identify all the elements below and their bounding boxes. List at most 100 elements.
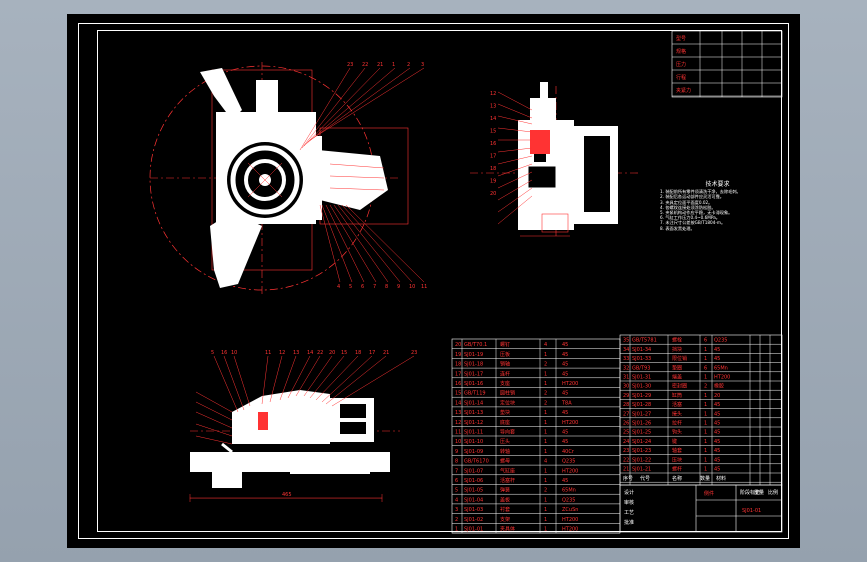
balloon-number: 5 bbox=[349, 284, 352, 290]
balloon-number: 13 bbox=[293, 350, 299, 356]
balloon-number: 15 bbox=[490, 129, 496, 135]
bom-name: 接头 bbox=[672, 410, 682, 417]
bom-name: 气缸座 bbox=[500, 467, 515, 474]
bom-name: 转轴 bbox=[500, 448, 510, 455]
bom-material: HT200 bbox=[562, 381, 578, 387]
bom-name: 夹具体 bbox=[500, 526, 515, 533]
bom-index: 1 bbox=[455, 527, 458, 533]
bom-name: 螺母 bbox=[500, 458, 510, 465]
bom-name: 密封圈 bbox=[672, 383, 687, 390]
bom-name: 活塞杆 bbox=[500, 477, 515, 484]
bom-index: 7 bbox=[455, 468, 458, 474]
title-row-label: 批准 bbox=[624, 519, 634, 526]
tech-req-line: 5. 夹紧机构动作应平稳，无卡滞现象。 bbox=[660, 210, 733, 216]
bom-qty: 2 bbox=[544, 400, 547, 406]
bom-material: 45 bbox=[714, 439, 720, 445]
title-row-label: 设计 bbox=[624, 489, 634, 496]
balloon-number: 20 bbox=[490, 191, 496, 197]
balloon-number: 4 bbox=[337, 284, 340, 290]
balloon-number: 23 bbox=[347, 62, 353, 68]
bom-code: GB/T70.1 bbox=[464, 342, 487, 348]
bom-code: SJ01-25 bbox=[632, 430, 651, 436]
balloon-number: 16 bbox=[221, 350, 227, 356]
bom-header-cell: 名称 bbox=[672, 475, 682, 482]
bom-qty: 1 bbox=[544, 410, 547, 416]
bom-code: SJ01-06 bbox=[464, 478, 483, 484]
bom-index: 35 bbox=[623, 338, 629, 344]
bom-qty: 1 bbox=[544, 527, 547, 533]
bom-qty: 1 bbox=[704, 439, 707, 445]
balloon-number: 1 bbox=[392, 62, 395, 68]
bom-code: SJ01-26 bbox=[632, 421, 651, 427]
bom-code: SJ01-09 bbox=[464, 449, 483, 455]
bom-code: GB/T6170 bbox=[464, 459, 489, 465]
bom-name: 缸筒 bbox=[672, 392, 682, 399]
bom-qty: 1 bbox=[704, 467, 707, 473]
bom-index: 20 bbox=[455, 342, 461, 348]
balloon-number: 22 bbox=[317, 350, 323, 356]
bom-index: 11 bbox=[455, 430, 461, 436]
dimension-label: 465 bbox=[282, 492, 292, 498]
bom-code: SJ01-02 bbox=[464, 517, 483, 523]
bom-code: SJ01-24 bbox=[632, 439, 651, 445]
bom-qty: 1 bbox=[544, 507, 547, 513]
balloon-number: 21 bbox=[383, 350, 389, 356]
bom-header-cell: 数量 bbox=[700, 475, 710, 482]
drawing-sheet bbox=[67, 14, 800, 548]
bom-code: SJ01-11 bbox=[464, 430, 483, 436]
balloon-number: 14 bbox=[307, 350, 313, 356]
bom-name: 拉杆 bbox=[672, 420, 682, 427]
bom-index: 16 bbox=[455, 381, 461, 387]
bom-material: 45 bbox=[714, 467, 720, 473]
balloon-number: 11 bbox=[421, 284, 427, 290]
bom-name: 底座 bbox=[500, 419, 510, 426]
bom-index: 22 bbox=[623, 457, 629, 463]
bom-index: 12 bbox=[455, 420, 461, 426]
bom-code: GB/T93 bbox=[632, 365, 650, 371]
side-view bbox=[470, 82, 640, 237]
bom-index: 3 bbox=[455, 507, 458, 513]
bom-material: 45 bbox=[562, 391, 568, 397]
bom-name: 衬套 bbox=[500, 506, 510, 513]
bom-code: SJ01-22 bbox=[632, 457, 651, 463]
bom-qty: 1 bbox=[544, 449, 547, 455]
bom-material: 45 bbox=[562, 410, 568, 416]
bom-material: HT200 bbox=[562, 517, 578, 523]
bom-name: 挡块 bbox=[672, 346, 682, 353]
bom-material: 45 bbox=[562, 478, 568, 484]
balloon-number: 3 bbox=[421, 62, 424, 68]
bom-material: 40Cr bbox=[562, 449, 575, 455]
param-label: 夹紧力 bbox=[676, 87, 691, 94]
bom-index: 23 bbox=[623, 448, 629, 454]
bom-name: 轴套 bbox=[672, 447, 682, 454]
bom-code: SJ01-23 bbox=[632, 448, 651, 454]
bom-name: 活塞 bbox=[672, 401, 682, 408]
bom-code: SJ01-12 bbox=[464, 420, 483, 426]
bom-name: 弹簧 bbox=[500, 487, 510, 494]
bom-qty: 1 bbox=[704, 393, 707, 399]
tech-req-title: 技术要求 bbox=[705, 181, 730, 188]
bom-qty: 1 bbox=[704, 375, 707, 381]
bom-index: 14 bbox=[455, 400, 461, 406]
bom-name: 连杆 bbox=[500, 370, 510, 377]
bom-qty: 1 bbox=[544, 517, 547, 523]
bom-name: 键 bbox=[672, 438, 677, 445]
bom-material: 45 bbox=[562, 342, 568, 348]
bom-qty: 1 bbox=[544, 352, 547, 358]
bom-qty: 1 bbox=[704, 347, 707, 353]
bom-index: 32 bbox=[623, 365, 629, 371]
bom-index: 26 bbox=[623, 421, 629, 427]
bom-index: 33 bbox=[623, 356, 629, 362]
balloon-number: 12 bbox=[279, 350, 285, 356]
bom-material: HT200 bbox=[714, 375, 730, 381]
bom-material: ZCuSn bbox=[562, 507, 578, 513]
balloon-number: 12 bbox=[490, 91, 496, 97]
bom-qty: 2 bbox=[704, 384, 707, 390]
balloon-number: 15 bbox=[341, 350, 347, 356]
bom-index: 5 bbox=[455, 488, 458, 494]
bom-index: 10 bbox=[455, 439, 461, 445]
bom-material: 65Mn bbox=[562, 488, 576, 494]
tech-req-line: 7. 未注尺寸公差按GB/T1804-m。 bbox=[660, 220, 726, 226]
bom-index: 13 bbox=[455, 410, 461, 416]
